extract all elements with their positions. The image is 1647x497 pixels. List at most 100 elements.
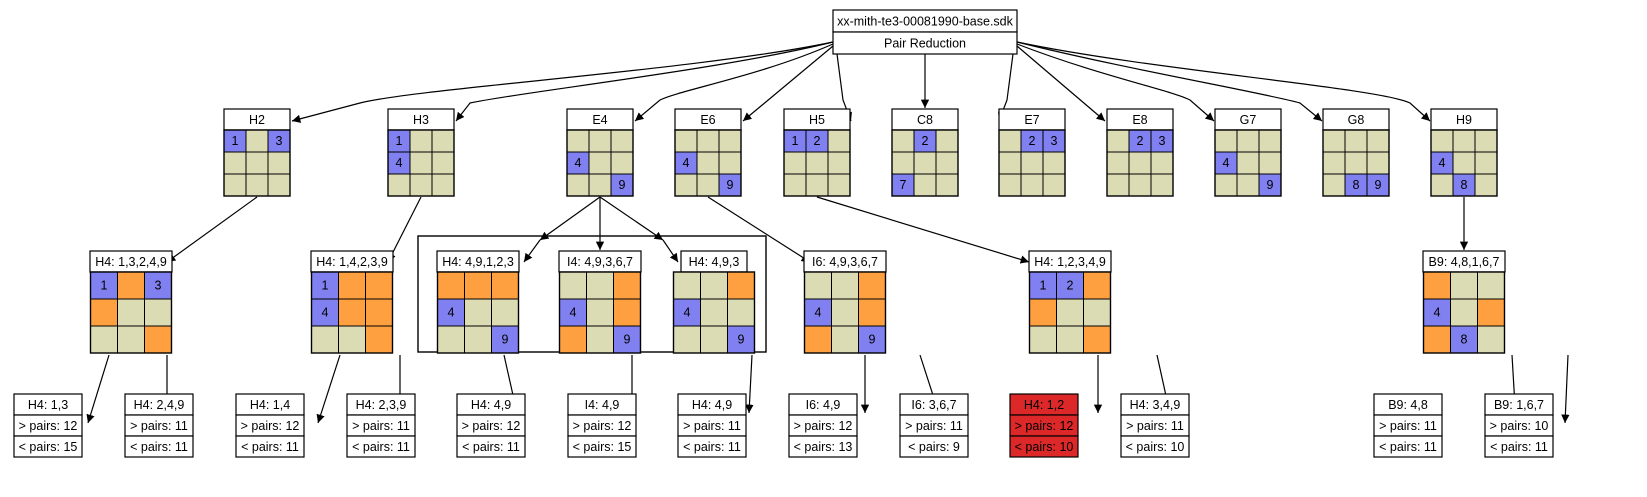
grid-cell <box>1042 151 1066 175</box>
edge-root-e6 <box>742 45 834 122</box>
grid-cell <box>365 298 393 327</box>
result-row-box <box>235 435 305 458</box>
grid-cell <box>674 129 698 153</box>
grid-border <box>1430 129 1498 197</box>
grid-cell <box>1322 129 1346 153</box>
grid-cell <box>1430 173 1454 197</box>
cell-digit: 3 <box>1051 134 1058 148</box>
grid-cell <box>1477 325 1505 354</box>
cell-digit: 9 <box>624 333 631 347</box>
grid-cell <box>1029 325 1057 354</box>
grid-cell <box>338 325 366 354</box>
grid-cell <box>783 151 807 175</box>
cell-digit: 9 <box>727 178 734 192</box>
result-title: H4: 1,3 <box>28 398 68 412</box>
cell-digit: 1 <box>396 134 403 148</box>
result-less: < pairs: 15 <box>19 440 78 454</box>
grid-cell <box>783 173 807 197</box>
grid-cell <box>566 129 590 153</box>
edge-split <box>1561 354 1570 424</box>
grid-cell <box>223 151 247 175</box>
cell-digit: 9 <box>619 178 626 192</box>
grid-cell <box>464 325 492 354</box>
result-row-box <box>677 435 747 458</box>
grid-cell <box>1020 173 1044 197</box>
cell-digit: 1 <box>1040 279 1047 293</box>
result-more: > pairs: 12 <box>462 419 521 433</box>
grid-border <box>1214 129 1282 197</box>
grid-cell <box>1452 129 1476 153</box>
result-more: > pairs: 11 <box>352 419 410 433</box>
edge-h2-candidate <box>166 196 258 263</box>
grid-border <box>558 271 642 354</box>
grid-cell <box>1450 271 1478 300</box>
grid-cell <box>827 173 851 197</box>
grid-cell <box>409 151 433 175</box>
result-row-box <box>1009 435 1079 458</box>
candidate-node: H4: 4,9,1,2,349 <box>436 250 520 354</box>
grid-cell <box>610 129 634 153</box>
grid-cell <box>245 151 269 175</box>
root-subtitle: Pair Reduction <box>884 37 966 51</box>
result-title: H4: 3,4,9 <box>1130 398 1181 412</box>
cell-digit: 2 <box>1067 279 1074 293</box>
grid-cell <box>1344 151 1368 175</box>
grid-border <box>1322 129 1390 197</box>
grid-border <box>436 271 520 354</box>
grid-cell <box>90 298 118 327</box>
grid-cell <box>559 271 587 300</box>
grid-cell <box>144 298 172 327</box>
cell-digit: 2 <box>1029 134 1036 148</box>
grid-cell <box>727 271 755 300</box>
cell-digit: 4 <box>683 156 690 170</box>
grid-cell <box>827 151 851 175</box>
grid-cell <box>144 325 172 354</box>
grid-cell <box>491 271 519 300</box>
cell-digit: 4 <box>570 306 577 320</box>
grid-cell <box>696 151 720 175</box>
grid-cell <box>437 325 465 354</box>
cell-digit: 2 <box>814 134 821 148</box>
edge-root-g7 <box>1016 43 1215 122</box>
grid-cell <box>1258 129 1282 153</box>
result-more: > pairs: 11 <box>905 419 963 433</box>
grid-cell <box>117 271 145 300</box>
grid-cell <box>935 173 959 197</box>
edge-split <box>745 354 754 414</box>
result-title: H4: 4,9 <box>471 398 511 412</box>
result-node: H4: 1,3> pairs: 12< pairs: 15 <box>13 393 83 458</box>
result-more: > pairs: 10 <box>1490 419 1549 433</box>
node-title: E7 <box>1024 113 1039 127</box>
node-title: H3 <box>413 113 429 127</box>
grid-cell <box>586 271 614 300</box>
grid-cell <box>700 271 728 300</box>
result-less: < pairs: 9 <box>908 440 960 454</box>
grid-border <box>783 129 851 197</box>
grid-cell <box>566 173 590 197</box>
cell-digit: 4 <box>322 306 329 320</box>
grid-cell <box>1150 151 1174 175</box>
cell-digit: 3 <box>1159 134 1166 148</box>
result-less: < pairs: 10 <box>1126 440 1185 454</box>
grid-cell <box>464 298 492 327</box>
grid-cell <box>1214 173 1238 197</box>
result-node: H4: 2,3,9> pairs: 11< pairs: 11 <box>346 393 416 458</box>
grid-cell <box>700 298 728 327</box>
grid-cell <box>727 298 755 327</box>
edge-e4-candidate-3-stub <box>662 239 679 263</box>
grid-cell <box>891 151 915 175</box>
grid-border <box>891 129 959 197</box>
result-node-conflict: H4: 1,2> pairs: 12< pairs: 10 <box>1009 393 1079 458</box>
grid-cell <box>1029 298 1057 327</box>
root-subtitle-box <box>832 31 1018 55</box>
grid-cell <box>613 271 641 300</box>
edge-e4-candidate-1-stub <box>523 239 541 263</box>
grid-cell <box>1083 298 1111 327</box>
grid-border <box>803 271 887 354</box>
grid-cell <box>1430 129 1454 153</box>
node-title: H4: 1,4,2,3,9 <box>316 255 388 269</box>
grid-cell <box>1366 129 1390 153</box>
node-title: G8 <box>1348 113 1365 127</box>
